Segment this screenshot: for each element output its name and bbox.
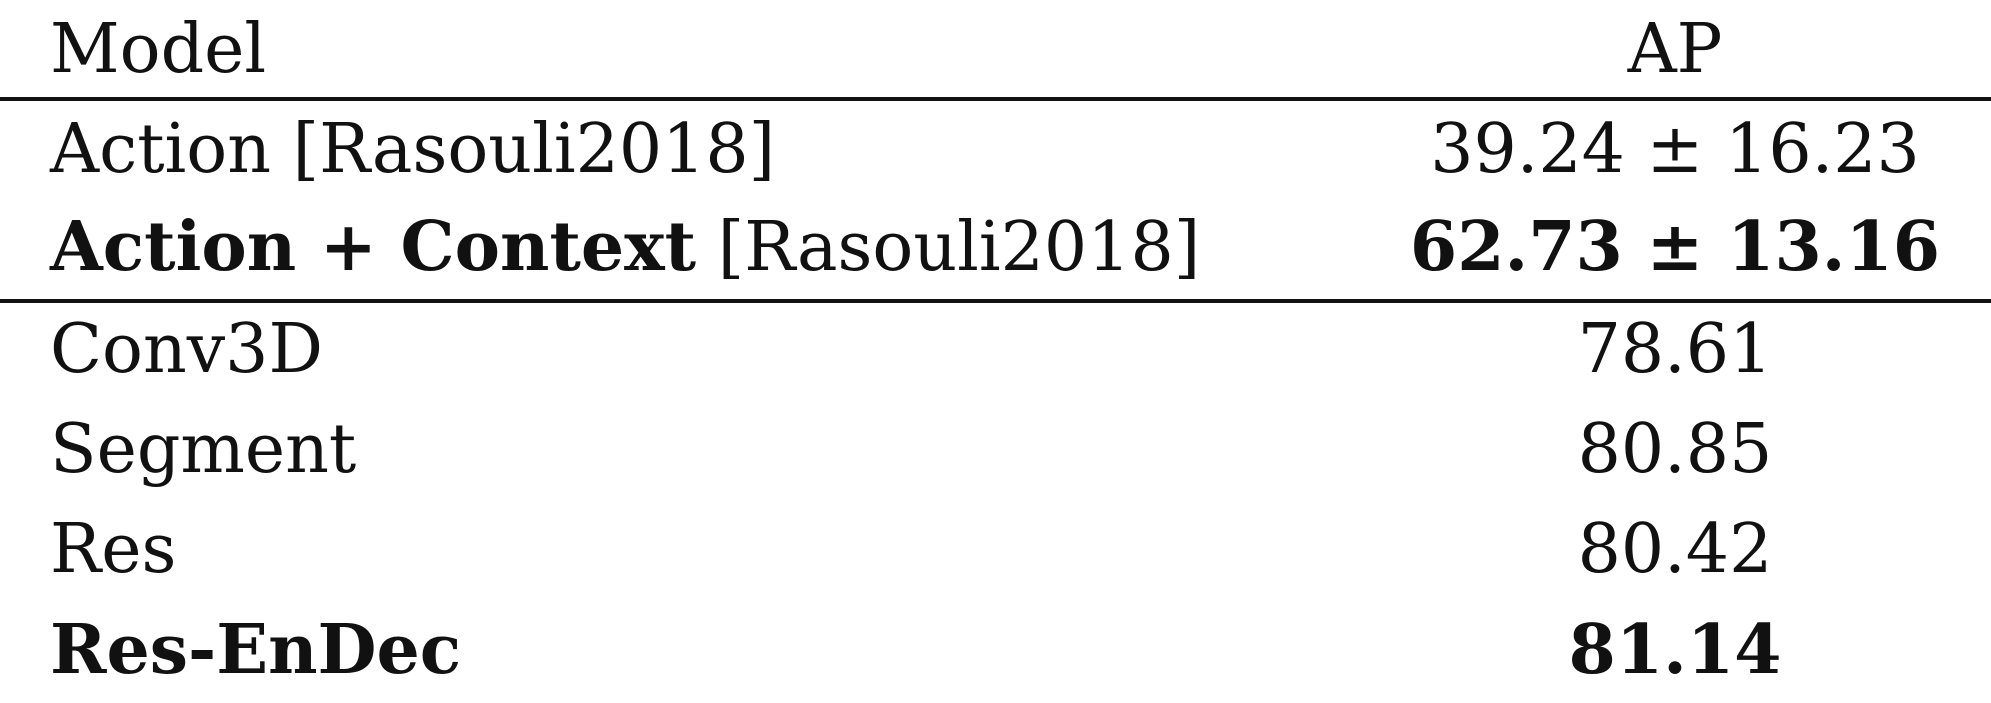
ap-value-cell: 39.24 ± 16.23 [1430, 110, 1920, 189]
table-row: Res-EnDec 81.14 [0, 600, 1991, 700]
ap-value-cell: 80.42 [1577, 510, 1773, 589]
ap-value-cell: 80.85 [1577, 410, 1773, 489]
model-name-cell: Res-EnDec [50, 610, 462, 690]
model-column-header: Model [50, 10, 267, 89]
ap-value-cell: 62.73 ± 13.16 [1409, 207, 1941, 287]
table-row: Conv3D 78.61 [0, 300, 1991, 400]
header-row: Model AP [0, 0, 1991, 100]
section-divider [0, 299, 1991, 303]
table-row: Segment 80.85 [0, 400, 1991, 500]
model-citation: [Rasouli2018] [717, 208, 1201, 287]
model-name-cell: Segment [50, 410, 357, 489]
model-name-cell: Conv3D [50, 310, 323, 389]
table-row: Action [Rasouli2018] 39.24 ± 16.23 [0, 100, 1991, 200]
model-name-cell: Res [50, 510, 177, 589]
table-row: Action + Context [Rasouli2018] 62.73 ± 1… [0, 197, 1991, 297]
model-name-cell: Action [Rasouli2018] [50, 100, 775, 200]
ap-value-cell: 78.61 [1577, 310, 1773, 389]
table-row: Res 80.42 [0, 500, 1991, 600]
model-name: Action [50, 110, 271, 189]
model-name-cell: Action + Context [Rasouli2018] [50, 197, 1200, 297]
ap-value-cell: 81.14 [1568, 610, 1782, 690]
model-name: Action + Context [50, 207, 697, 287]
model-citation: [Rasouli2018] [292, 110, 776, 189]
ap-column-header: AP [1627, 10, 1723, 89]
header-divider [0, 97, 1991, 101]
